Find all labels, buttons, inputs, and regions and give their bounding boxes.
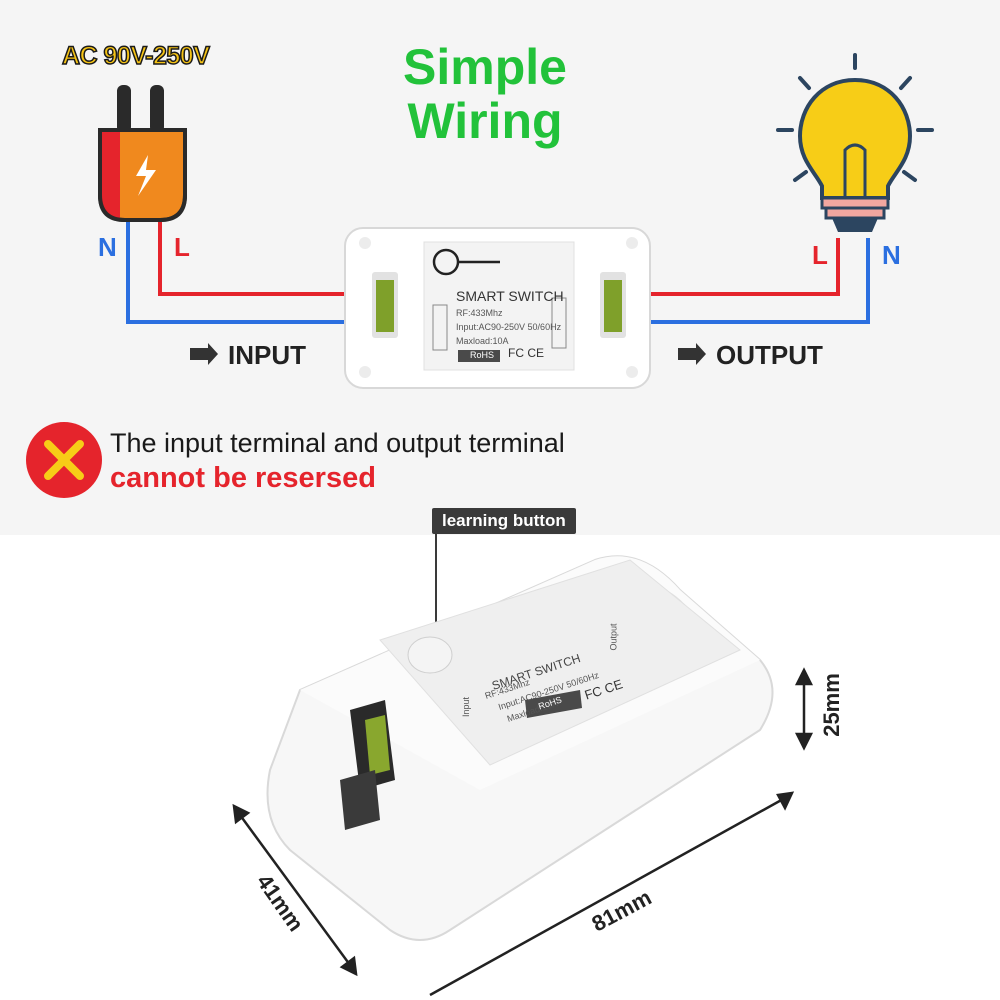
output-label: OUTPUT xyxy=(716,340,823,370)
wiring-diagram xyxy=(26,53,934,498)
module-brand: SMART SWITCH xyxy=(456,288,564,304)
product-output-tag: Output xyxy=(608,623,619,651)
learning-button-label: learning button xyxy=(432,508,576,534)
light-bulb-icon xyxy=(776,53,934,232)
module-rohs: RoHS xyxy=(470,350,495,360)
module-input-spec: Input:AC90-250V 50/60Hz xyxy=(456,322,562,332)
height-dimension-arrow xyxy=(794,667,814,751)
title-line2: Wiring xyxy=(407,93,563,149)
input-live-wire xyxy=(158,220,370,296)
width-dimension-arrow xyxy=(429,791,795,997)
input-neutral-wire xyxy=(126,220,370,324)
voltage-label: AC 90V-250V xyxy=(61,41,210,71)
warning-x-icon xyxy=(26,422,102,498)
module-cert: FC CE xyxy=(508,346,544,360)
power-plug-icon xyxy=(98,85,187,222)
input-neutral-label: N xyxy=(98,232,117,262)
input-live-label: L xyxy=(174,232,190,262)
warning-line2: cannot be resersed xyxy=(110,462,376,494)
product-input-tag: Input xyxy=(461,696,472,718)
output-neutral-label: N xyxy=(882,240,901,270)
smart-switch-module xyxy=(344,227,651,389)
output-neutral-wire xyxy=(615,238,870,324)
output-live-label: L xyxy=(812,240,828,270)
warning-line1: The input terminal and output terminal xyxy=(110,428,565,458)
depth-dimension-arrow xyxy=(232,803,358,977)
height-dimension-label: 25mm xyxy=(818,673,844,737)
output-live-wire xyxy=(615,238,840,296)
module-maxload: Maxload:10A xyxy=(456,336,509,346)
switch-body xyxy=(266,555,774,941)
module-rf: RF:433Mhz xyxy=(456,308,503,318)
output-arrow-icon xyxy=(678,343,706,365)
input-arrow-icon xyxy=(190,343,218,365)
title-line1: Simple xyxy=(403,39,567,95)
page-title: Simple Wiring xyxy=(380,40,590,148)
input-label: INPUT xyxy=(228,340,306,370)
